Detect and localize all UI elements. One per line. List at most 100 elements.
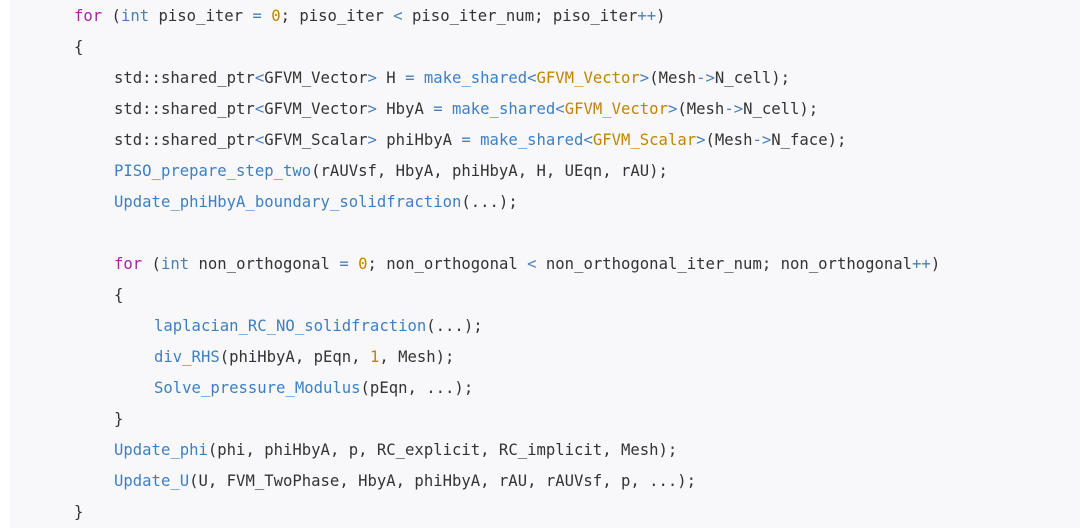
code-token: , Mesh);: [379, 348, 455, 366]
code-token: ): [930, 255, 941, 273]
code-token: (phi, phiHbyA, p, RC_explicit, RC_implic…: [207, 441, 678, 459]
code-token: >: [367, 69, 377, 87]
code-body: for (int piso_iter = 0; piso_iter < piso…: [10, 1, 1080, 528]
code-token: ; piso_iter: [280, 7, 394, 25]
code-token: =: [405, 69, 415, 87]
code-token: 0: [358, 255, 368, 273]
code-token: piso_iter: [149, 7, 253, 25]
code-token: }: [114, 410, 124, 428]
code-token: ; non_orthogonal: [367, 255, 528, 273]
code-token: non_orthogonal_iter_num; non_orthogonal: [536, 255, 913, 273]
code-line: std::shared_ptr<GFVM_Scalar> phiHbyA = m…: [10, 125, 1080, 156]
code-token: div_RHS: [154, 348, 220, 366]
code-token: PISO_prepare_step_two: [114, 162, 312, 180]
code-token: >: [639, 69, 650, 87]
code-line: laplacian_RC_NO_solidfraction(...);: [10, 311, 1080, 342]
code-line: for (int piso_iter = 0; piso_iter < piso…: [10, 1, 1080, 32]
code-token: (Mesh: [705, 131, 753, 149]
code-token: GFVM_Vector: [264, 100, 368, 118]
code-token: N_cell);: [743, 100, 819, 118]
code-token: int: [160, 255, 190, 273]
code-token: >: [667, 100, 678, 118]
code-token: [443, 100, 452, 118]
code-token: GFVM_Vector: [536, 69, 640, 87]
code-token: std::shared_ptr: [114, 69, 255, 87]
code-token: <: [555, 100, 565, 118]
code-token: 0: [271, 7, 281, 25]
code-line: }: [10, 404, 1080, 435]
code-token: <: [393, 7, 403, 25]
code-token: piso_iter_num; piso_iter: [402, 7, 638, 25]
code-token: GFVM_Scalar: [264, 131, 368, 149]
code-token: Solve_pressure_Modulus: [154, 379, 361, 397]
code-token: <: [527, 69, 537, 87]
code-token: >: [367, 131, 377, 149]
code-token: std::shared_ptr: [114, 131, 255, 149]
code-token: =: [433, 100, 443, 118]
code-line: }: [10, 497, 1080, 528]
code-token: (...);: [426, 317, 483, 335]
code-token: (: [142, 255, 161, 273]
code-line: for (int non_orthogonal = 0; non_orthogo…: [10, 249, 1080, 280]
code-token: <: [254, 100, 265, 118]
code-token: ): [656, 7, 666, 25]
code-token: ->: [696, 69, 715, 87]
code-line: std::shared_ptr<GFVM_Vector> HbyA = make…: [10, 94, 1080, 125]
code-token: Update_U: [114, 472, 190, 490]
code-token: [471, 131, 480, 149]
code-token: ++: [637, 7, 657, 25]
code-token: non_orthogonal: [189, 255, 340, 273]
code-token: std::shared_ptr: [114, 100, 255, 118]
code-block: for (int piso_iter = 0; piso_iter < piso…: [10, 0, 1080, 528]
code-line: Update_phiHbyA_boundary_solidfraction(..…: [10, 187, 1080, 218]
code-token: <: [583, 131, 593, 149]
code-token: make_shared: [480, 131, 584, 149]
code-line: Update_U(U, FVM_TwoPhase, HbyA, phiHbyA,…: [10, 466, 1080, 497]
code-token: GFVM_Scalar: [592, 131, 697, 149]
code-line: {: [10, 280, 1080, 311]
code-token: =: [252, 7, 262, 25]
code-token: ++: [912, 255, 931, 273]
code-token: (: [102, 7, 121, 25]
code-token: =: [461, 131, 471, 149]
code-token: for: [114, 255, 143, 273]
code-token: <: [254, 131, 265, 149]
code-token: <: [527, 255, 537, 273]
code-line: PISO_prepare_step_two(rAUVsf, HbyA, phiH…: [10, 156, 1080, 187]
code-token: GFVM_Vector: [264, 69, 368, 87]
code-token: >: [367, 100, 377, 118]
code-token: laplacian_RC_NO_solidfraction: [154, 317, 427, 335]
code-token: ->: [752, 131, 772, 149]
code-token: (Mesh: [649, 69, 697, 87]
code-line: std::shared_ptr<GFVM_Vector> H = make_sh…: [10, 63, 1080, 94]
code-token: (Mesh: [677, 100, 725, 118]
code-token: ->: [724, 100, 744, 118]
code-token: make_shared: [423, 69, 528, 87]
code-token: (rAUVsf, HbyA, phiHbyA, H, UEqn, rAU);: [311, 162, 668, 180]
code-token: (...);: [461, 193, 518, 211]
code-token: (phiHbyA, pEqn,: [219, 348, 370, 366]
code-token: Update_phi: [114, 441, 208, 459]
code-token: {: [114, 286, 124, 304]
code-line: Update_phi(phi, phiHbyA, p, RC_explicit,…: [10, 435, 1080, 466]
code-token: [414, 69, 423, 87]
code-line: [10, 218, 1080, 249]
code-token: N_face);: [771, 131, 847, 149]
code-token: Update_phiHbyA_boundary_solidfraction: [114, 193, 462, 211]
code-token: =: [339, 255, 349, 273]
code-token: }: [74, 503, 84, 521]
code-token: 1: [369, 348, 380, 366]
code-token: [262, 7, 271, 25]
code-token: (pEqn, ...);: [360, 379, 474, 397]
code-line: {: [10, 32, 1080, 63]
code-token: {: [74, 38, 84, 56]
code-token: N_cell);: [714, 69, 791, 87]
code-token: GFVM_Vector: [564, 100, 668, 118]
code-token: HbyA: [376, 100, 434, 118]
code-token: (U, FVM_TwoPhase, HbyA, phiHbyA, rAU, rA…: [189, 472, 697, 490]
code-token: H: [376, 69, 406, 87]
code-token: make_shared: [452, 100, 556, 118]
code-token: phiHbyA: [376, 131, 462, 149]
code-token: [349, 255, 358, 273]
code-token: >: [696, 131, 706, 149]
